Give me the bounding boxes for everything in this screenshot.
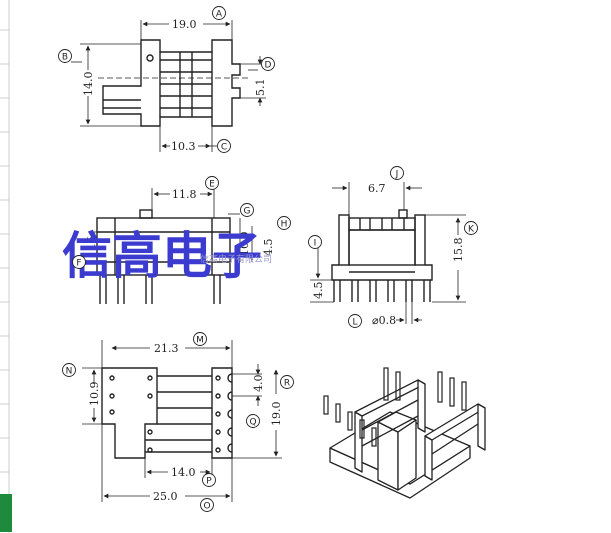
marker-j: J: [390, 166, 404, 180]
dim-top-width: 19.0: [172, 18, 197, 31]
svg-text:C: C: [221, 143, 227, 153]
dim-top-bottom: 10.3: [171, 140, 196, 153]
marker-g: G: [240, 203, 254, 217]
svg-text:I: I: [314, 239, 317, 249]
dim-bottom-inner: 14.0: [171, 466, 196, 479]
svg-text:Q: Q: [249, 418, 256, 428]
marker-q: Q: [246, 414, 260, 428]
marker-h: H: [277, 216, 291, 230]
svg-text:G: G: [244, 207, 251, 217]
svg-text:A: A: [216, 10, 223, 20]
dim-side-width: 6.7: [368, 182, 386, 195]
dim-top-height: 14.0: [82, 72, 95, 97]
dim-bottom-top: 21.3: [154, 342, 179, 355]
front-dimension-lines: [89, 188, 253, 263]
marker-r: R: [280, 375, 294, 389]
marker-f: F: [72, 255, 86, 269]
marker-c: C: [217, 139, 231, 153]
svg-text:H: H: [281, 220, 288, 230]
marker-p: P: [202, 473, 216, 487]
svg-text:O: O: [203, 502, 210, 512]
markers: A B C D E F G H I J K L M N O P Q R: [58, 6, 478, 512]
marker-e: E: [205, 176, 219, 190]
dim-front-pin: 4.5: [262, 239, 275, 257]
watermark-subtext: 信高电子有限公司: [200, 253, 272, 265]
isometric-view: [329, 379, 486, 499]
dim-front-width: 11.8: [172, 188, 197, 201]
marker-i: I: [308, 235, 322, 249]
marker-l: L: [348, 314, 362, 328]
dim-side-pin-len: 4.5: [312, 282, 325, 300]
svg-text:R: R: [284, 379, 290, 389]
dim-bottom-slot: 4.0: [252, 375, 265, 393]
dim-side-height: 15.8: [452, 238, 465, 263]
svg-text:K: K: [468, 225, 475, 235]
dim-bottom-left: 10.9: [88, 382, 101, 407]
marker-m: M: [193, 332, 207, 346]
front-view: [96, 209, 231, 304]
marker-a: A: [212, 6, 226, 20]
svg-text:F: F: [76, 259, 81, 269]
watermark-text: 信高电子: [62, 226, 262, 285]
left-margin-rules: [0, 0, 10, 533]
dim-front-left: 15: [85, 236, 98, 250]
dim-side-pin-dia: ⌀0.8: [372, 314, 396, 327]
svg-text:N: N: [66, 367, 73, 377]
marker-o: O: [200, 498, 214, 512]
green-accent-bar: [0, 494, 12, 532]
marker-n: N: [62, 363, 76, 377]
svg-text:D: D: [265, 61, 272, 71]
top-dimension-lines: [71, 20, 266, 152]
dim-top-slot: 5.1: [254, 79, 267, 97]
watermark: 信高电子 信高电子有限公司: [62, 226, 272, 285]
svg-text:P: P: [206, 477, 212, 487]
isometric-pins: [323, 367, 467, 447]
side-dimension-lines: [310, 182, 466, 324]
bottom-dimension-lines: [82, 340, 282, 502]
marker-d: D: [261, 57, 275, 71]
top-view: [98, 39, 250, 127]
dim-bottom-total: 25.0: [153, 490, 178, 503]
svg-text:J: J: [395, 170, 399, 180]
svg-text:L: L: [352, 318, 357, 328]
side-view: [331, 209, 433, 302]
dim-front-height: 10.0: [238, 232, 251, 257]
svg-text:B: B: [62, 53, 68, 63]
dim-bottom-right: 19.0: [270, 402, 283, 427]
bottom-view: [101, 367, 233, 459]
marker-k: K: [464, 221, 478, 235]
svg-text:E: E: [209, 180, 215, 190]
svg-text:M: M: [196, 336, 204, 346]
marker-b: B: [58, 49, 72, 63]
